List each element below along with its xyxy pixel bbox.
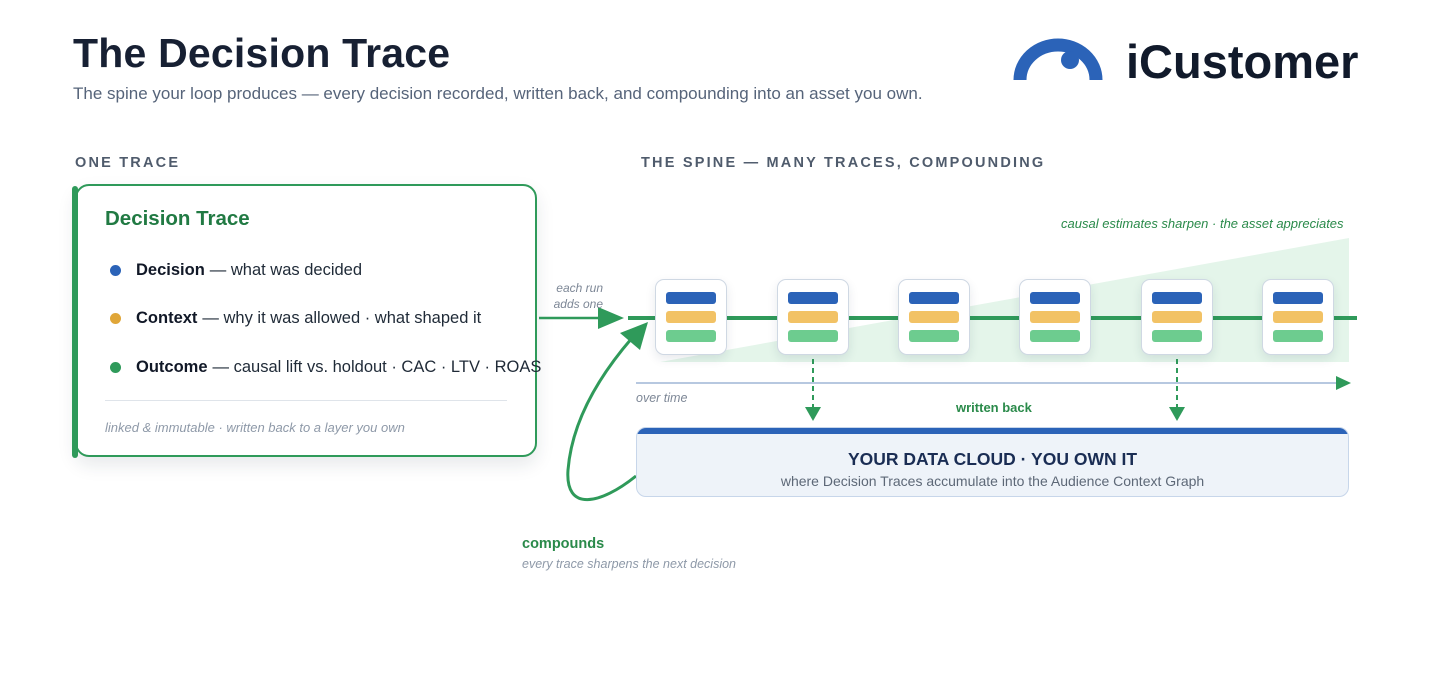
card-accent-bar bbox=[72, 186, 78, 458]
incoming-arrow-head bbox=[598, 307, 624, 329]
blue-dot-icon bbox=[110, 264, 121, 276]
sharpen-note: causal estimates sharpen · the asset app… bbox=[1061, 216, 1344, 231]
page-subtitle: The spine your loop produces — every dec… bbox=[73, 84, 923, 103]
row-label: Decision bbox=[136, 260, 205, 279]
data-cloud-top-bar bbox=[637, 428, 1348, 434]
card-divider bbox=[105, 400, 507, 401]
outcome-stripe bbox=[666, 330, 716, 342]
data-cloud-title: YOUR DATA CLOUD · YOU OWN IT bbox=[847, 449, 1138, 469]
context-stripe bbox=[788, 311, 838, 323]
time-axis-head bbox=[1336, 376, 1351, 390]
green-dot-icon bbox=[110, 361, 121, 373]
trace-card bbox=[1262, 279, 1334, 355]
outcome-stripe bbox=[1030, 330, 1080, 342]
decision-stripe bbox=[1030, 292, 1080, 304]
context-stripe bbox=[666, 311, 716, 323]
trace-card bbox=[1019, 279, 1091, 355]
each-run-line-1: each run bbox=[556, 281, 603, 295]
row-text: — what was decided bbox=[209, 260, 363, 279]
each-run-note: each run adds one bbox=[540, 280, 603, 312]
row-text: — causal lift vs. holdout · CAC · LTV · … bbox=[212, 357, 542, 376]
decision-trace-card bbox=[75, 184, 537, 457]
data-cloud-box: YOUR DATA CLOUD · YOU OWN IT where Decis… bbox=[636, 427, 1349, 497]
trace-card bbox=[1141, 279, 1213, 355]
decision-stripe bbox=[666, 292, 716, 304]
trace-card bbox=[655, 279, 727, 355]
outcome-stripe bbox=[1152, 330, 1202, 342]
arc-eye-icon bbox=[1013, 38, 1103, 81]
section-label-spine: THE SPINE — MANY TRACES, COMPOUNDING bbox=[641, 155, 1046, 171]
card-footer: linked & immutable · written back to a l… bbox=[105, 420, 405, 435]
trace-row-context: Context — why it was allowed · what shap… bbox=[110, 307, 481, 329]
appreciation-wedge bbox=[660, 238, 1349, 362]
trace-card bbox=[898, 279, 970, 355]
context-stripe bbox=[1273, 311, 1323, 323]
row-label: Outcome bbox=[136, 357, 208, 376]
context-stripe bbox=[1152, 311, 1202, 323]
outcome-stripe bbox=[788, 330, 838, 342]
trace-row-outcome: Outcome — causal lift vs. holdout · CAC … bbox=[110, 356, 541, 378]
row-text: — why it was allowed · what shaped it bbox=[202, 308, 482, 327]
row-label: Context bbox=[136, 308, 198, 327]
data-cloud-subtitle: where Decision Traces accumulate into th… bbox=[780, 473, 1205, 489]
context-stripe bbox=[1030, 311, 1080, 323]
written-back-head-1 bbox=[805, 407, 821, 421]
outcome-stripe bbox=[909, 330, 959, 342]
trace-card bbox=[777, 279, 849, 355]
decision-stripe bbox=[1152, 292, 1202, 304]
logo-wordmark: iCustomer bbox=[1126, 35, 1359, 88]
written-back-head-2 bbox=[1169, 407, 1185, 421]
compounding-loop bbox=[566, 337, 637, 502]
trace-row-decision: Decision — what was decided bbox=[110, 259, 362, 281]
compounding-loop-head bbox=[620, 322, 648, 350]
decision-stripe bbox=[909, 292, 959, 304]
context-stripe bbox=[909, 311, 959, 323]
decision-stripe bbox=[788, 292, 838, 304]
each-run-line-2: adds one bbox=[553, 297, 603, 311]
over-time-label: over time bbox=[636, 391, 688, 405]
page-title: The Decision Trace bbox=[73, 30, 451, 76]
yellow-dot-icon bbox=[110, 312, 121, 324]
section-label-one-trace: ONE TRACE bbox=[75, 155, 181, 171]
outcome-stripe bbox=[1273, 330, 1323, 342]
compounds-sublabel: every trace sharpens the next decision bbox=[522, 557, 737, 571]
decision-stripe bbox=[1273, 292, 1323, 304]
written-back-label: written back bbox=[956, 400, 1032, 415]
compounds-label: compounds bbox=[522, 536, 605, 552]
card-title: Decision Trace bbox=[105, 207, 250, 230]
